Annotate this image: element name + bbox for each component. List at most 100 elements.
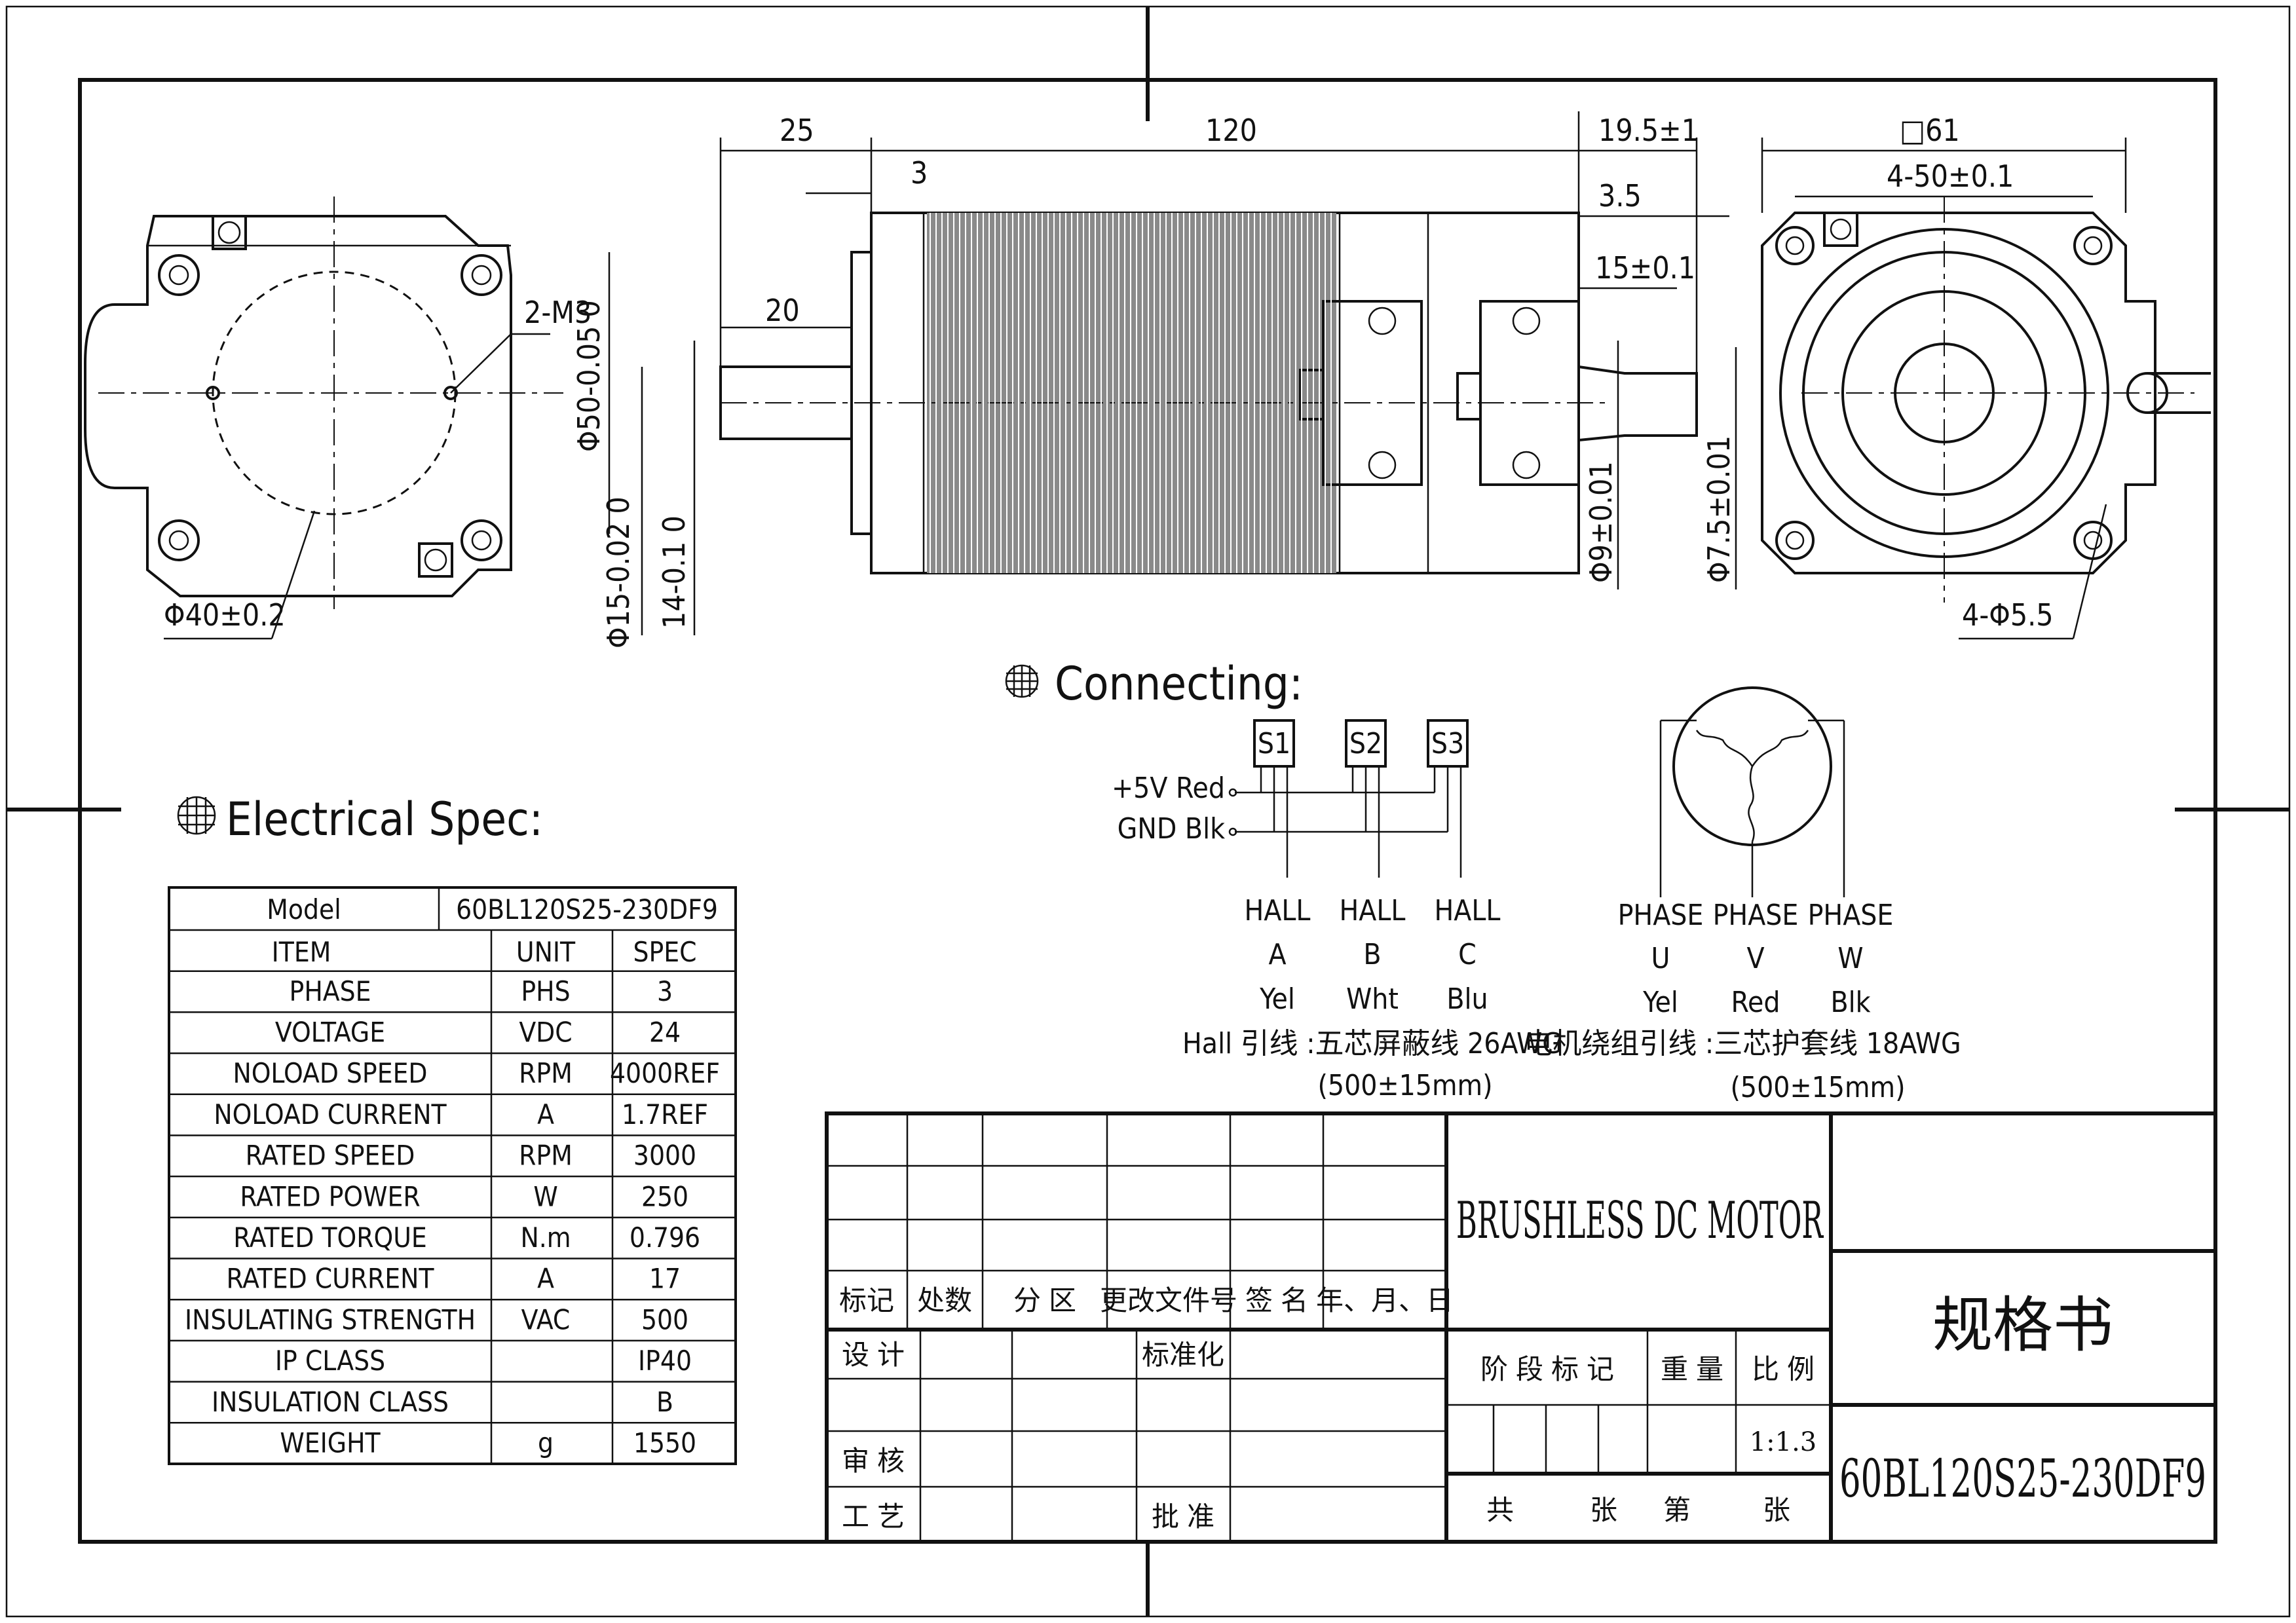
col-unit: UNIT xyxy=(516,936,576,968)
phase-w-l2: W xyxy=(1837,942,1863,975)
dim-holes: 4-Φ5.5 xyxy=(1962,597,2054,633)
dim-dia15: Φ15-0.02 0 xyxy=(601,496,636,648)
spec-item: NOLOAD CURRENT xyxy=(214,1098,447,1130)
connector-left xyxy=(1299,300,1423,486)
spec-value: B xyxy=(656,1386,673,1418)
weight-label: 重 量 xyxy=(1661,1353,1723,1385)
spec-value: 3000 xyxy=(633,1140,696,1172)
phase-u-l1: PHASE xyxy=(1618,899,1704,932)
dim-25: 25 xyxy=(780,113,814,148)
spec-unit: g xyxy=(538,1427,554,1459)
dim-dia7-5: Φ7.5±0.01 xyxy=(1701,436,1737,583)
spec-unit: RPM xyxy=(519,1057,573,1089)
dim-14: 14-0.1 0 xyxy=(656,515,692,629)
mount-hole-tl xyxy=(158,254,200,296)
sheet-no-label: 第 xyxy=(1663,1494,1691,1526)
dim-3-5: 3.5 xyxy=(1598,178,1642,214)
mount-hole-br xyxy=(461,519,502,561)
process-label: 工 艺 xyxy=(842,1501,905,1533)
hall-a-l1: HALL xyxy=(1245,894,1311,927)
sensor-label: S3 xyxy=(1431,727,1464,760)
spec-item: RATED POWER xyxy=(240,1180,420,1212)
hall-c-l2: C xyxy=(1458,938,1477,971)
part-number: 60BL120S25-230DF9 xyxy=(1839,1448,2206,1509)
stage-label: 阶 段 标 记 xyxy=(1480,1353,1614,1385)
sheet-total-label: 共 xyxy=(1486,1494,1514,1526)
spec-value: 24 xyxy=(649,1017,681,1049)
phase-w-l3: Blk xyxy=(1830,986,1870,1019)
doc-type: 规格书 xyxy=(1932,1290,2113,1360)
hall-c-l1: HALL xyxy=(1435,894,1501,927)
dim-pcd: 4-50±0.1 xyxy=(1887,159,2014,194)
spec-item: INSULATION CLASS xyxy=(212,1386,449,1418)
hall-sensor-s1: S1 xyxy=(1253,719,1295,768)
rev-header-doc: 更改文件号 xyxy=(1100,1284,1237,1316)
rev-header-zone: 分 区 xyxy=(1013,1284,1076,1316)
grid-bullet-icon xyxy=(1005,664,1039,698)
phase-u-l3: Yel xyxy=(1642,986,1678,1019)
spec-value: 17 xyxy=(649,1263,681,1295)
mount-hole-tr xyxy=(461,254,502,296)
dim-dia9: Φ9±0.01 xyxy=(1583,461,1619,583)
spec-item: INSULATING STRENGTH xyxy=(185,1303,476,1335)
side-view: 25 120 3 20 19.5±1 3.5 15±0.1 Φ50-0.05 0… xyxy=(571,111,1737,648)
dim-sq61: □61 xyxy=(1900,113,1960,148)
hall-cable-note: Hall 引线 :五芯屏蔽线 26AWG xyxy=(1182,1027,1562,1060)
electrical-spec-heading: Electrical Spec: xyxy=(226,793,543,846)
spec-unit: VAC xyxy=(521,1303,571,1335)
dim-m3: 2-M3 xyxy=(524,295,592,330)
connector-right xyxy=(1456,300,1580,486)
product-name: BRUSHLESS DC MOTOR xyxy=(1456,1191,1824,1250)
title-block: 标记 处数 分 区 更改文件号 签 名 年、月、日 设 计 标准化 审 核 工 … xyxy=(825,1111,2217,1544)
hall-wiring xyxy=(1228,766,1462,878)
hall-b-l2: B xyxy=(1363,938,1381,971)
hall-a-l2: A xyxy=(1268,938,1286,971)
col-item: ITEM xyxy=(272,936,331,968)
spec-item: RATED SPEED xyxy=(246,1140,415,1172)
dim-3: 3 xyxy=(911,155,928,191)
phase-v-l3: Red xyxy=(1731,986,1780,1019)
spec-item: WEIGHT xyxy=(280,1427,381,1459)
phase-v-l2: V xyxy=(1746,942,1764,975)
dim-15: 15±0.1 xyxy=(1595,250,1695,286)
hall-b-l3: Wht xyxy=(1346,982,1399,1016)
dim-120: 120 xyxy=(1205,113,1257,148)
spec-unit: PHS xyxy=(521,975,570,1007)
spec-value: 1.7REF xyxy=(622,1098,708,1130)
spec-value: IP40 xyxy=(638,1345,692,1377)
rev-header-date: 年、月、日 xyxy=(1316,1284,1454,1316)
motor-winding-symbol xyxy=(1659,686,1845,897)
mount-hole-bl xyxy=(158,519,200,561)
motor-cable-note: 电机绕组引线 :三芯护套线 18AWG xyxy=(1524,1027,1961,1060)
connecting-heading: Connecting: xyxy=(1055,657,1303,711)
hall-c-l3: Blu xyxy=(1446,982,1488,1016)
spec-item: NOLOAD SPEED xyxy=(233,1057,427,1089)
grid-bullet-icon xyxy=(177,796,216,835)
supply-gnd: GND Blk xyxy=(1118,812,1225,846)
model-label: Model xyxy=(267,893,341,925)
spec-row-lines xyxy=(169,970,736,1424)
face-hole-bl xyxy=(1775,521,1815,560)
spec-item: VOLTAGE xyxy=(275,1017,385,1049)
scale-value: 1:1.3 xyxy=(1750,1427,1817,1457)
spec-unit: W xyxy=(533,1180,557,1212)
spec-value: 0.796 xyxy=(630,1222,700,1254)
spec-unit: A xyxy=(537,1263,554,1295)
spec-unit: A xyxy=(537,1098,554,1130)
rib-lines xyxy=(930,213,1332,573)
model-value: 60BL120S25-230DF9 xyxy=(456,893,718,925)
spec-value: 1550 xyxy=(633,1427,696,1459)
hall-cable-length: (500±15mm) xyxy=(1317,1069,1492,1102)
electrical-spec: Electrical Spec: Model 60BL120S25-230DF9… xyxy=(168,793,737,1465)
connecting-section: Connecting: S1 S2 S3 +5V Red GND Blk HAL… xyxy=(1005,657,1961,1104)
dim-19-5: 19.5±1 xyxy=(1598,113,1699,148)
face-hole-tl xyxy=(1775,226,1815,265)
col-spec: SPEC xyxy=(633,936,696,968)
rev-header-count: 处数 xyxy=(917,1284,972,1316)
spec-item: IP CLASS xyxy=(275,1345,385,1377)
spec-unit: N.m xyxy=(520,1222,571,1254)
phase-w-l1: PHASE xyxy=(1808,899,1894,932)
spec-item: PHASE xyxy=(290,975,371,1007)
approve-label: 批 准 xyxy=(1152,1501,1214,1533)
